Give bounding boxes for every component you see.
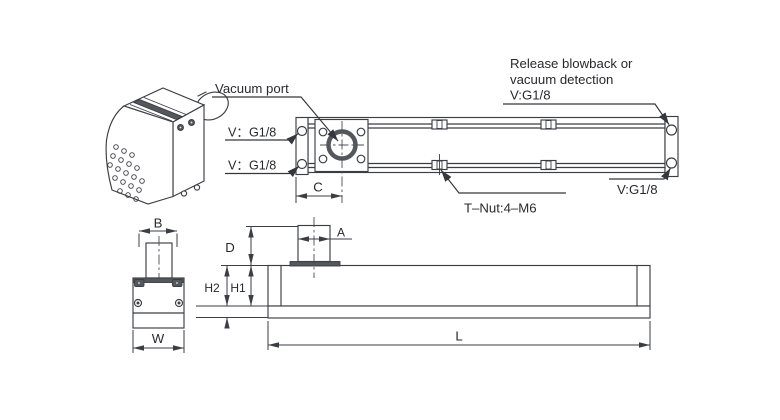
dim-H2-label: H2 xyxy=(204,281,220,295)
t-nut-label: T–Nut:4–M6 xyxy=(464,201,537,216)
g18-right-label: V:G1/8 xyxy=(617,182,658,197)
body xyxy=(267,264,651,307)
release-blowback-label-line1: Release blowback or xyxy=(510,56,633,71)
leader-lines xyxy=(212,96,671,194)
carriage-hole xyxy=(318,154,328,164)
dim-B-label: B xyxy=(154,216,163,231)
carriage-hole xyxy=(356,127,366,137)
dim-W-label: W xyxy=(152,331,165,346)
dim-D xyxy=(246,226,298,265)
notch xyxy=(193,184,201,191)
end-cap-line xyxy=(280,264,638,307)
g18-port-hole xyxy=(296,125,308,137)
base-strip xyxy=(267,305,651,319)
dim-W xyxy=(132,330,185,353)
carriage-hole xyxy=(318,127,328,137)
t-nuts xyxy=(431,119,557,175)
dim-B xyxy=(138,228,178,247)
vacuum-port-label: Vacuum port xyxy=(215,81,289,96)
t-nut-leader xyxy=(440,169,566,194)
carriage-hole xyxy=(356,154,366,164)
release-blowback-leader xyxy=(503,103,670,125)
top-view xyxy=(295,115,679,203)
carriage-block xyxy=(314,118,369,173)
dim-L xyxy=(267,321,651,350)
g18-upper-left-leader xyxy=(225,133,299,145)
release-blowback-label-line2: vacuum detection xyxy=(510,72,613,87)
dim-A-label: A xyxy=(337,226,345,240)
release-blowback-label-line3: V:G1/8 xyxy=(510,88,551,103)
g18-lower-left-leader xyxy=(225,165,300,178)
table-top-strip xyxy=(132,277,185,283)
front-view xyxy=(132,228,185,353)
notch xyxy=(180,190,188,197)
g18-right-leader xyxy=(609,167,671,181)
dim-H2 xyxy=(196,265,268,329)
dim-C-label: C xyxy=(313,180,323,195)
g18-lower-left-label: V：G1/8 xyxy=(228,159,276,173)
isometric-view xyxy=(105,87,229,205)
side-view xyxy=(196,217,651,350)
text-annotations: Vacuum port V：G1/8 V：G1/8 Release blowba… xyxy=(152,56,658,346)
dim-C xyxy=(295,177,342,203)
vacuum-pad-face xyxy=(105,105,174,205)
dim-D-label: D xyxy=(225,240,235,255)
vacuum-hole-grid xyxy=(107,144,145,202)
dim-H1-label: H1 xyxy=(230,281,246,295)
g18-port-hole xyxy=(296,158,308,170)
vacuum-port-leader xyxy=(212,96,339,142)
carriage-flange xyxy=(289,261,341,267)
g18-port-hole xyxy=(665,124,678,136)
g18-upper-left-label: V：G1/8 xyxy=(228,126,276,140)
dim-L-label: L xyxy=(455,329,462,344)
g18-port-hole xyxy=(665,157,678,169)
